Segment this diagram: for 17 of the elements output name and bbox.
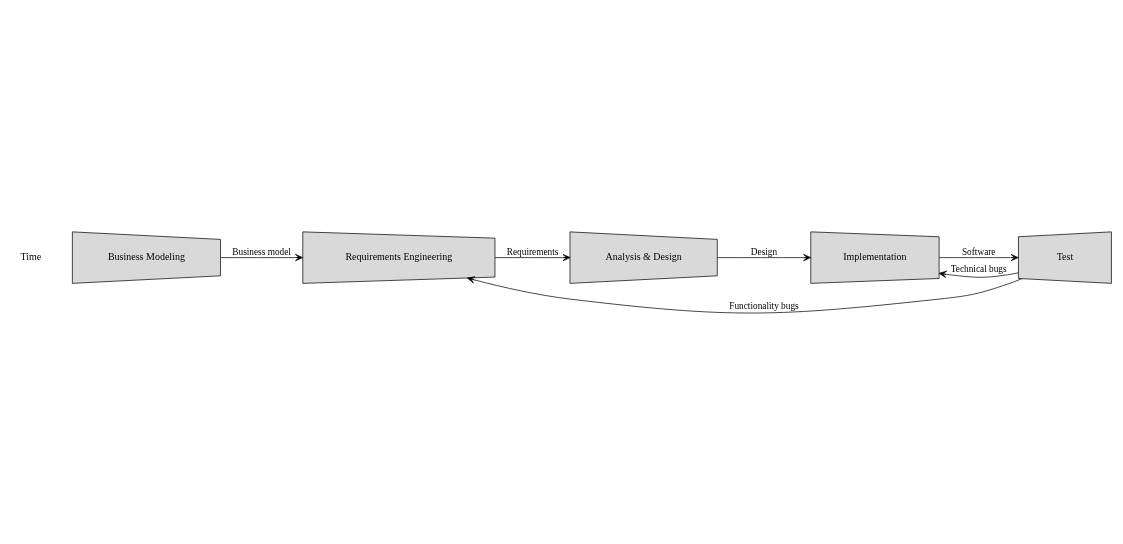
arrow <box>220 253 303 261</box>
edge-label: Software <box>961 246 996 257</box>
edge-label: Functionality bugs <box>729 300 799 311</box>
arrow <box>717 253 811 261</box>
node-box: Implementation <box>810 231 940 284</box>
arrow <box>938 270 1019 278</box>
edge-label: Design <box>750 246 778 257</box>
edge-label: Technical bugs <box>950 263 1007 274</box>
arrow <box>938 253 1019 261</box>
edge-label: Requirements <box>506 246 559 257</box>
node-box: Analysis & Design <box>569 231 718 284</box>
arrow <box>494 253 571 261</box>
label: Time <box>20 250 42 262</box>
arrow <box>467 275 1023 313</box>
node-box: Business Modeling <box>72 231 221 284</box>
node-box: Test <box>1018 231 1112 284</box>
edge-label: Business model <box>232 246 291 257</box>
